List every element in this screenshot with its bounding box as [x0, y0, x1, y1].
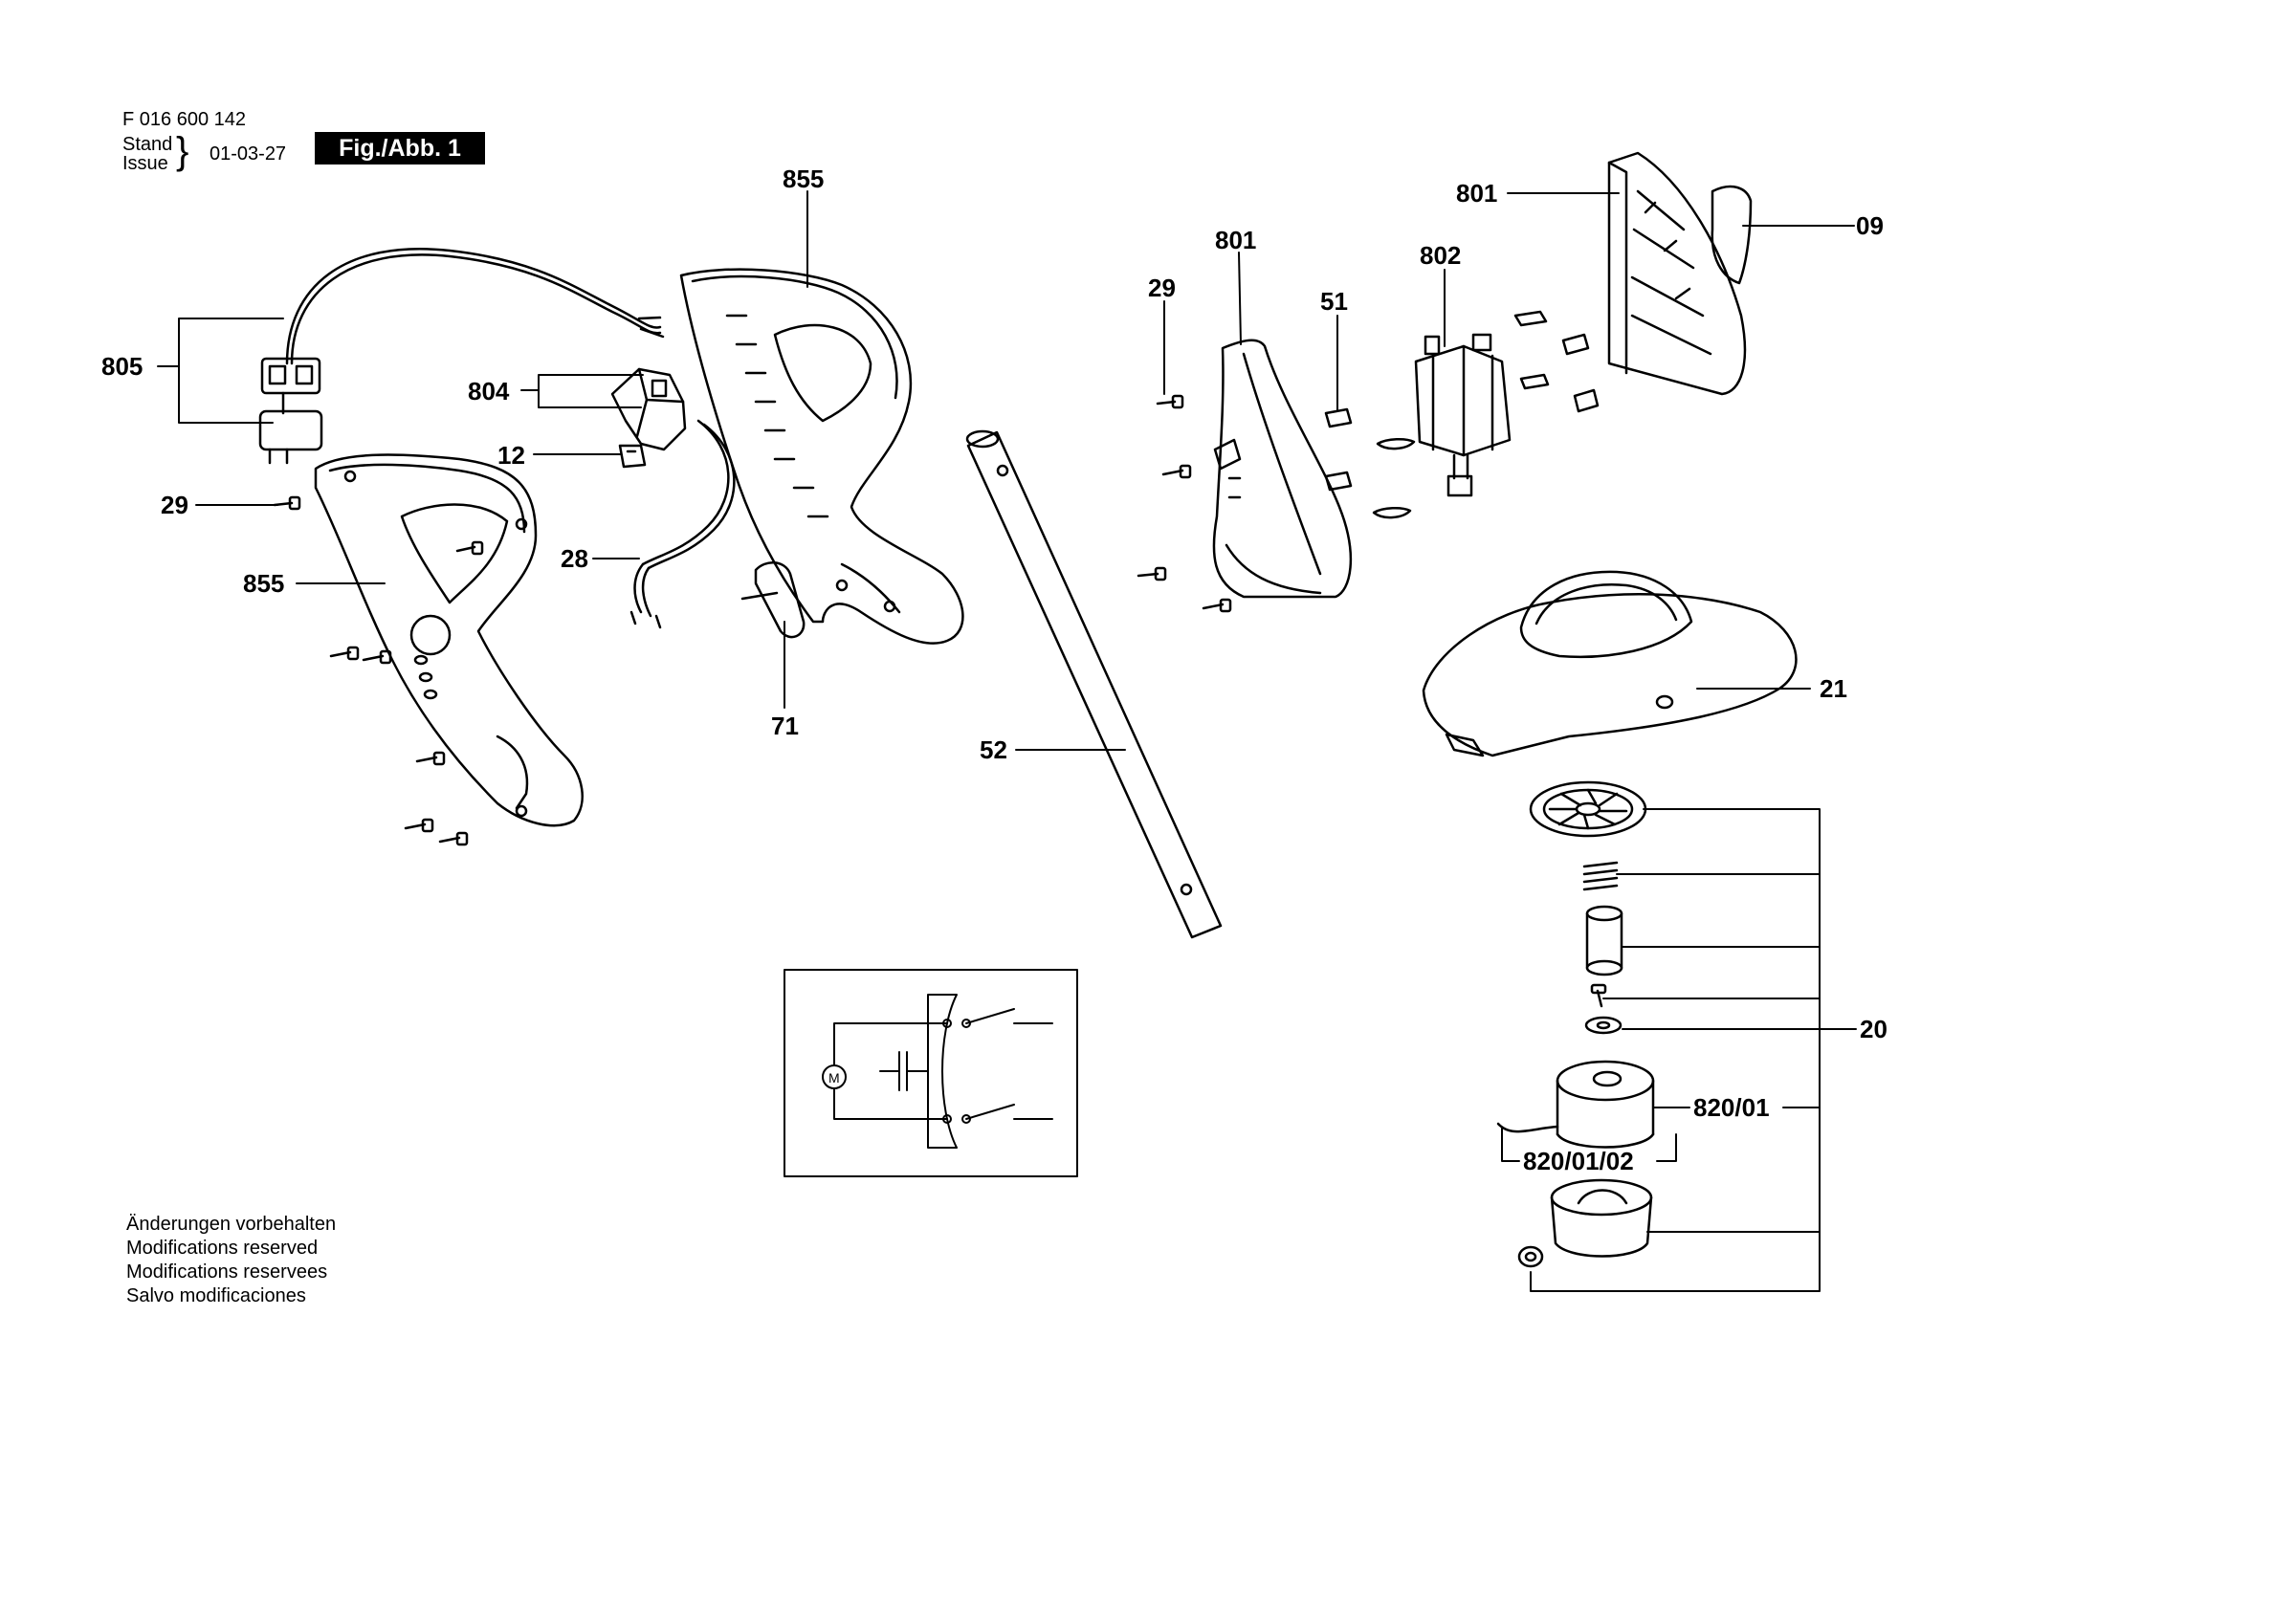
- brace-icon: }: [176, 130, 189, 172]
- motor-part: [1414, 333, 1512, 497]
- spool-cap-part: [1550, 1178, 1653, 1258]
- stand-label: Stand: [122, 134, 173, 155]
- part-number-820-01: 820/01: [1693, 1093, 1770, 1122]
- note-line: Änderungen vorbehalten: [126, 1214, 337, 1235]
- part-number-12: 12: [497, 441, 525, 470]
- issue-label: Issue: [122, 153, 168, 174]
- part-number-820-01-02: 820/01/02: [1523, 1147, 1634, 1175]
- lever-part: [740, 561, 806, 639]
- motor-housing-rear-part: [1607, 151, 1747, 396]
- part-number-855-top: 855: [783, 164, 824, 193]
- wiring-schematic: M: [784, 969, 1078, 1177]
- part-number-29-left: 29: [161, 491, 188, 519]
- motor-mount-part: [1513, 310, 1600, 413]
- part-number-52: 52: [980, 735, 1007, 764]
- guard-part: [1422, 570, 1798, 757]
- modification-notes: Änderungen vorbehalten Modifications res…: [126, 1213, 336, 1308]
- bolt-part: [1590, 983, 1607, 1008]
- part-number-805: 805: [101, 352, 143, 381]
- part-number-21: 21: [1820, 674, 1847, 703]
- note-line: Modifications reservees: [126, 1261, 328, 1283]
- figure-label: Fig./Abb. 1: [315, 132, 485, 164]
- part-number-801-mid: 801: [1215, 226, 1256, 254]
- doc-number: F 016 600 142: [122, 109, 246, 130]
- button-part: [618, 444, 647, 469]
- fan-part: [1529, 780, 1647, 838]
- switch-part: [610, 367, 687, 451]
- part-labels: 805 804 12 29 855 28 855 71 52 29 801 51…: [101, 164, 1888, 1175]
- cable-part: [629, 419, 736, 629]
- handle-half-right-part: [679, 268, 964, 645]
- carbon-brush-part: [1324, 407, 1416, 519]
- issue-date: 01-03-27: [210, 143, 287, 164]
- motor-housing-front-part: [1212, 339, 1353, 599]
- spring-part: [1582, 861, 1619, 891]
- spool-part: [1496, 1060, 1655, 1149]
- motor-symbol: M: [828, 1070, 840, 1086]
- knob-part: [1517, 1245, 1544, 1268]
- power-cord-part: [258, 248, 665, 465]
- part-number-855-left: 855: [243, 569, 284, 598]
- part-number-28: 28: [561, 544, 588, 573]
- cap-part: [1711, 185, 1753, 285]
- part-number-09: 09: [1856, 211, 1884, 240]
- washer-part: [1584, 1016, 1623, 1035]
- part-number-29-mid: 29: [1148, 274, 1176, 302]
- part-number-804: 804: [468, 377, 510, 406]
- part-number-20: 20: [1860, 1015, 1888, 1043]
- screws: [273, 394, 1232, 846]
- sleeve-part: [1585, 905, 1623, 976]
- part-number-802: 802: [1420, 241, 1461, 270]
- note-line: Modifications reserved: [126, 1238, 319, 1259]
- tube-part: [965, 429, 1223, 939]
- handle-half-left-part: [314, 453, 584, 827]
- part-number-801-top: 801: [1456, 179, 1497, 208]
- leader-lines: [157, 190, 1857, 1292]
- note-line: Salvo modificaciones: [126, 1285, 306, 1306]
- part-number-71: 71: [771, 712, 799, 740]
- part-number-51: 51: [1320, 287, 1348, 316]
